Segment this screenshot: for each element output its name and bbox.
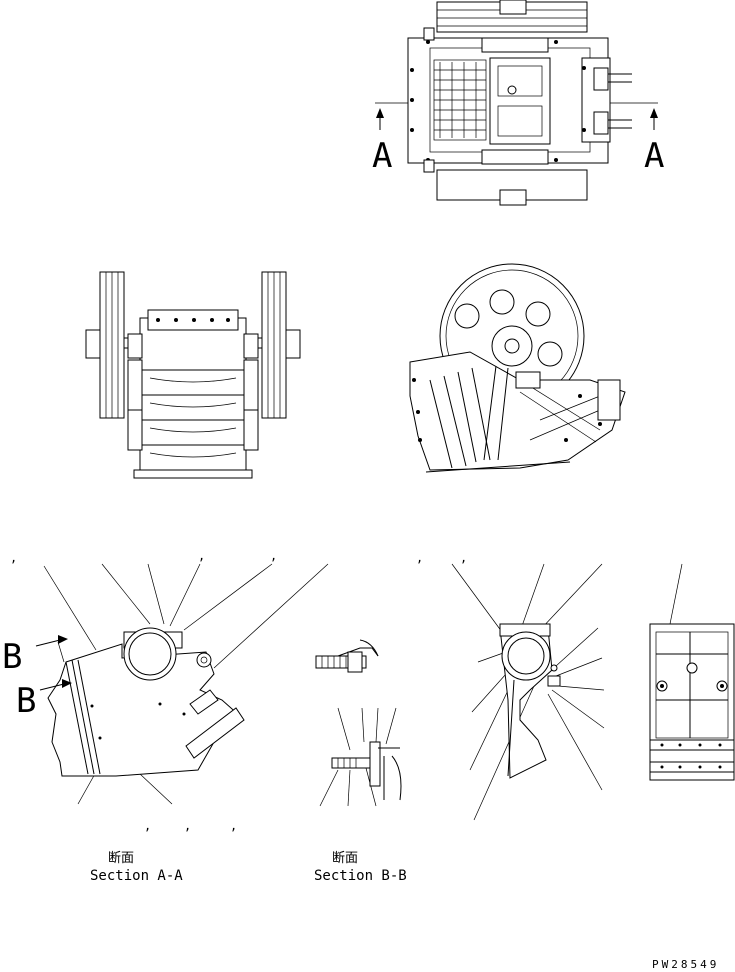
section-a-caption: Section A-A [90, 868, 183, 884]
tick-mark: , [198, 549, 205, 563]
section-arrow-right [650, 108, 658, 130]
section-marker-b-bottom: B [16, 681, 36, 721]
leader-lines-c [451, 563, 605, 821]
section-a-kanji: 断面 [108, 851, 134, 866]
front-elevation-view [85, 271, 301, 479]
section-marker-a-right: A [644, 136, 664, 176]
tick-mark: , [230, 819, 237, 833]
section-b-caption: Section B-B [314, 868, 407, 884]
section-b-kanji: 断面 [332, 851, 358, 866]
swing-jaw-detail-view: , , [416, 551, 605, 821]
tick-mark: , [416, 551, 423, 565]
section-a-a-view: , , , , , , [2, 549, 329, 884]
section-b-b-view: 断面 Section B-B [314, 639, 407, 884]
side-elevation-view [409, 263, 626, 473]
section-arrow-b [35, 635, 72, 691]
tick-mark: , [270, 549, 277, 563]
section-arrow-left [376, 108, 384, 130]
front-detail-view [649, 563, 735, 781]
section-marker-b-top: B [2, 637, 22, 677]
drawing-number: PW28549 [652, 958, 719, 971]
tick-mark: , [460, 551, 467, 565]
tick-mark: , [144, 819, 151, 833]
leader-lines-b [319, 707, 397, 807]
section-marker-a-left: A [372, 136, 392, 176]
tick-mark: , [10, 551, 17, 565]
tick-mark: , [184, 819, 191, 833]
top-plan-view: A A [372, 0, 664, 206]
